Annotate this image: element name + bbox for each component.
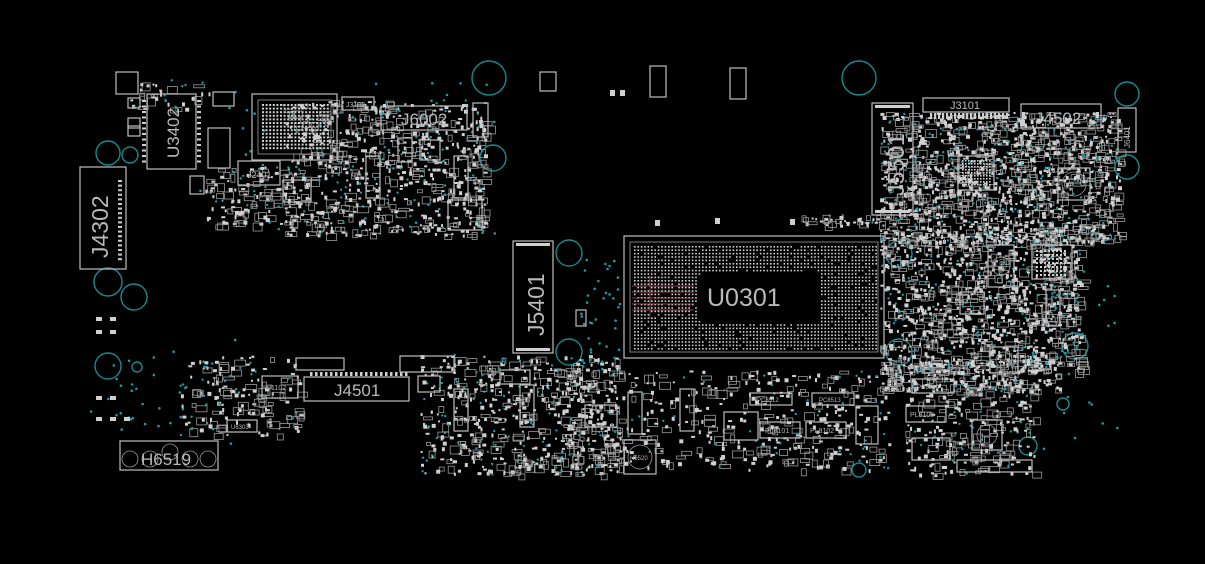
chip-right-circle[interactable]: [1057, 167, 1091, 201]
connector-j3101[interactable]: J3101: [922, 97, 1010, 119]
pc8510-label: PC8510: [917, 385, 939, 391]
cpu-traces: [632, 276, 694, 318]
pc8512-label: PC8512: [757, 398, 779, 404]
inductor-h6520[interactable]: H6520: [623, 439, 657, 475]
pl2802-label: PL2802: [1000, 255, 1006, 276]
chip-ec[interactable]: [957, 155, 995, 191]
inductor-pl8102[interactable]: PL8102: [805, 421, 847, 439]
pl8105-label: PL8105: [910, 412, 934, 419]
mounting-holes: [93, 60, 1140, 478]
connector-j4302[interactable]: J4302: [79, 166, 127, 270]
j3102-label: J3102: [346, 102, 365, 109]
capacitor-pc8512[interactable]: PC8512: [749, 392, 793, 406]
j4302-label: J4302: [87, 195, 113, 258]
pc8513-label: PC8513: [819, 398, 841, 404]
connector-j5501[interactable]: J5501: [871, 102, 914, 216]
connector-j6002[interactable]: J6002: [380, 104, 468, 131]
inductor-pl2802[interactable]: PL2802: [987, 244, 1015, 288]
j6002-label: J6002: [401, 110, 447, 129]
capacitor-pc8510[interactable]: PC8510: [911, 378, 955, 394]
connector-j5401[interactable]: J5401: [512, 240, 554, 354]
j4501-label: J4501: [334, 381, 380, 400]
component-clusters: [89, 79, 1130, 481]
j4502-label: J4502: [1035, 109, 1081, 128]
chip-right-2[interactable]: [1031, 244, 1073, 280]
h6519-label: H6519: [141, 450, 191, 469]
u6303-label: U6303: [231, 425, 249, 431]
chip-u6303[interactable]: U6303: [226, 419, 258, 433]
inductor-pl8101[interactable]: PL8101: [759, 421, 801, 439]
connector-j3102[interactable]: J3102: [341, 96, 375, 111]
cpu-u0301[interactable]: U0301: [623, 235, 885, 359]
connector-j6401[interactable]: J6401: [1117, 107, 1137, 153]
j5501-label: J5501: [883, 133, 909, 196]
part-h6519[interactable]: H6519: [119, 440, 219, 471]
pl8102-label: PL8102: [810, 428, 834, 435]
part-j2401[interactable]: J2401: [237, 160, 281, 186]
connector-j4501[interactable]: J4501: [303, 372, 410, 402]
pl8101-label: PL8101: [765, 428, 789, 435]
connector-j4502[interactable]: J4502: [1020, 103, 1102, 129]
u3402-label: U3402: [164, 108, 183, 158]
cpu-label: U0301: [707, 284, 781, 312]
extra-markings: [96, 90, 1025, 421]
inductor-pl8105[interactable]: PL8105: [905, 405, 947, 423]
misc-parts: [115, 65, 1061, 473]
chip-u3402[interactable]: U3402: [142, 93, 201, 170]
j2401-label: J2401: [247, 170, 272, 180]
j5401-label: J5401: [523, 273, 549, 336]
j6401-label: J6401: [1123, 126, 1132, 148]
j3101-label: J3101: [950, 100, 980, 112]
u1102-label: U1102: [266, 385, 286, 392]
h6520-label: H6520: [630, 456, 648, 462]
capacitor-pc8513[interactable]: PC8513: [811, 392, 855, 406]
chip-u1102[interactable]: U1102: [261, 375, 299, 399]
chip-bga-topleft[interactable]: [251, 93, 338, 161]
